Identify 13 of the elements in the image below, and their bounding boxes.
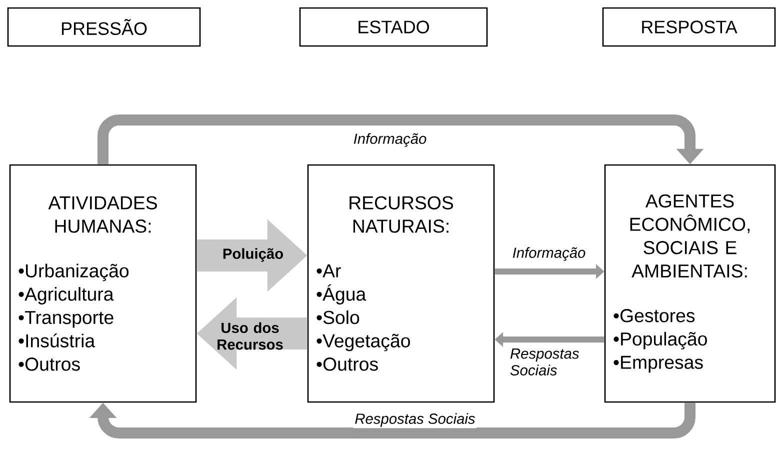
edge-label: Informação [352, 132, 428, 148]
text-box: AGENTES ECONÔMICO, SOCIAIS E AMBIENTAIS: •Gestores •População •Empresas [604, 164, 776, 403]
edge-label: Respostas Sociais [353, 412, 477, 428]
arrow [89, 402, 696, 438]
header-box: RESPOSTA [602, 7, 776, 47]
text-box: ATIVIDADES HUMANAS: •Urbanização •Agricultura •Transporte •Insústria •Outros [9, 164, 197, 403]
edge-label: Poluição [223, 248, 283, 262]
header-box: PRESSÃO [7, 7, 201, 47]
text-box: RECURSOS NATURAIS: •Ar •Água •Solo •Vegetação •Outros [307, 164, 495, 403]
edge-label: Respostas Sociais [508, 347, 582, 377]
edge-label: Informação [510, 246, 588, 262]
header-box: ESTADO [299, 7, 488, 47]
edge-label: Uso dos Recursos [218, 322, 283, 350]
